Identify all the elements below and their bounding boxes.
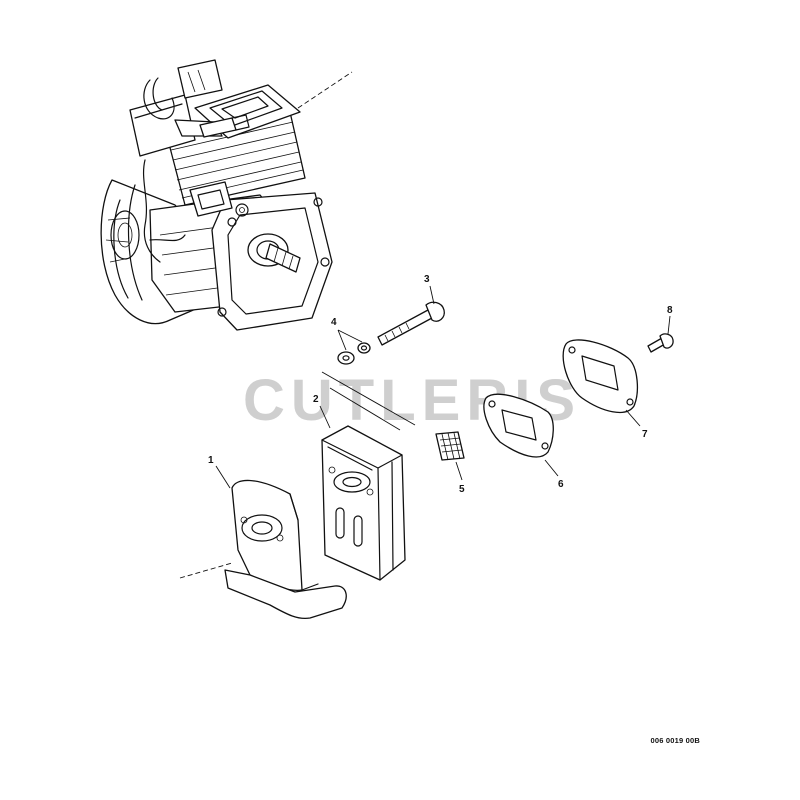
part-1-center-line bbox=[179, 562, 233, 579]
part-1-heat-shield bbox=[224, 479, 347, 620]
part-7-cover-plate bbox=[562, 339, 639, 414]
leader-3 bbox=[429, 285, 435, 305]
part-3-bolt bbox=[377, 301, 445, 346]
callout-2: 2 bbox=[313, 394, 319, 405]
part-2-muffler bbox=[321, 425, 406, 581]
leader-4 bbox=[337, 329, 363, 351]
assembly-guide-lines bbox=[321, 371, 416, 431]
callout-8: 8 bbox=[667, 305, 673, 316]
callout-7: 7 bbox=[642, 429, 648, 440]
callout-5: 5 bbox=[459, 484, 465, 495]
part-8-screw bbox=[647, 333, 674, 353]
callout-3: 3 bbox=[424, 274, 430, 285]
part-6-gasket bbox=[483, 393, 554, 458]
leader-2 bbox=[319, 405, 331, 429]
callout-4: 4 bbox=[331, 317, 337, 328]
callout-1: 1 bbox=[208, 455, 214, 466]
part-4-washers bbox=[337, 342, 371, 365]
engine-center-line bbox=[297, 71, 353, 109]
leader-1 bbox=[215, 465, 231, 489]
leader-6 bbox=[544, 459, 559, 477]
leader-7 bbox=[625, 409, 641, 427]
leader-5 bbox=[455, 461, 463, 481]
callout-6: 6 bbox=[558, 479, 564, 490]
leader-8 bbox=[667, 315, 671, 335]
part-5-screen bbox=[435, 431, 465, 461]
drawing-reference-code: 006 0019 00B bbox=[650, 736, 700, 745]
engine-assembly bbox=[100, 59, 333, 331]
